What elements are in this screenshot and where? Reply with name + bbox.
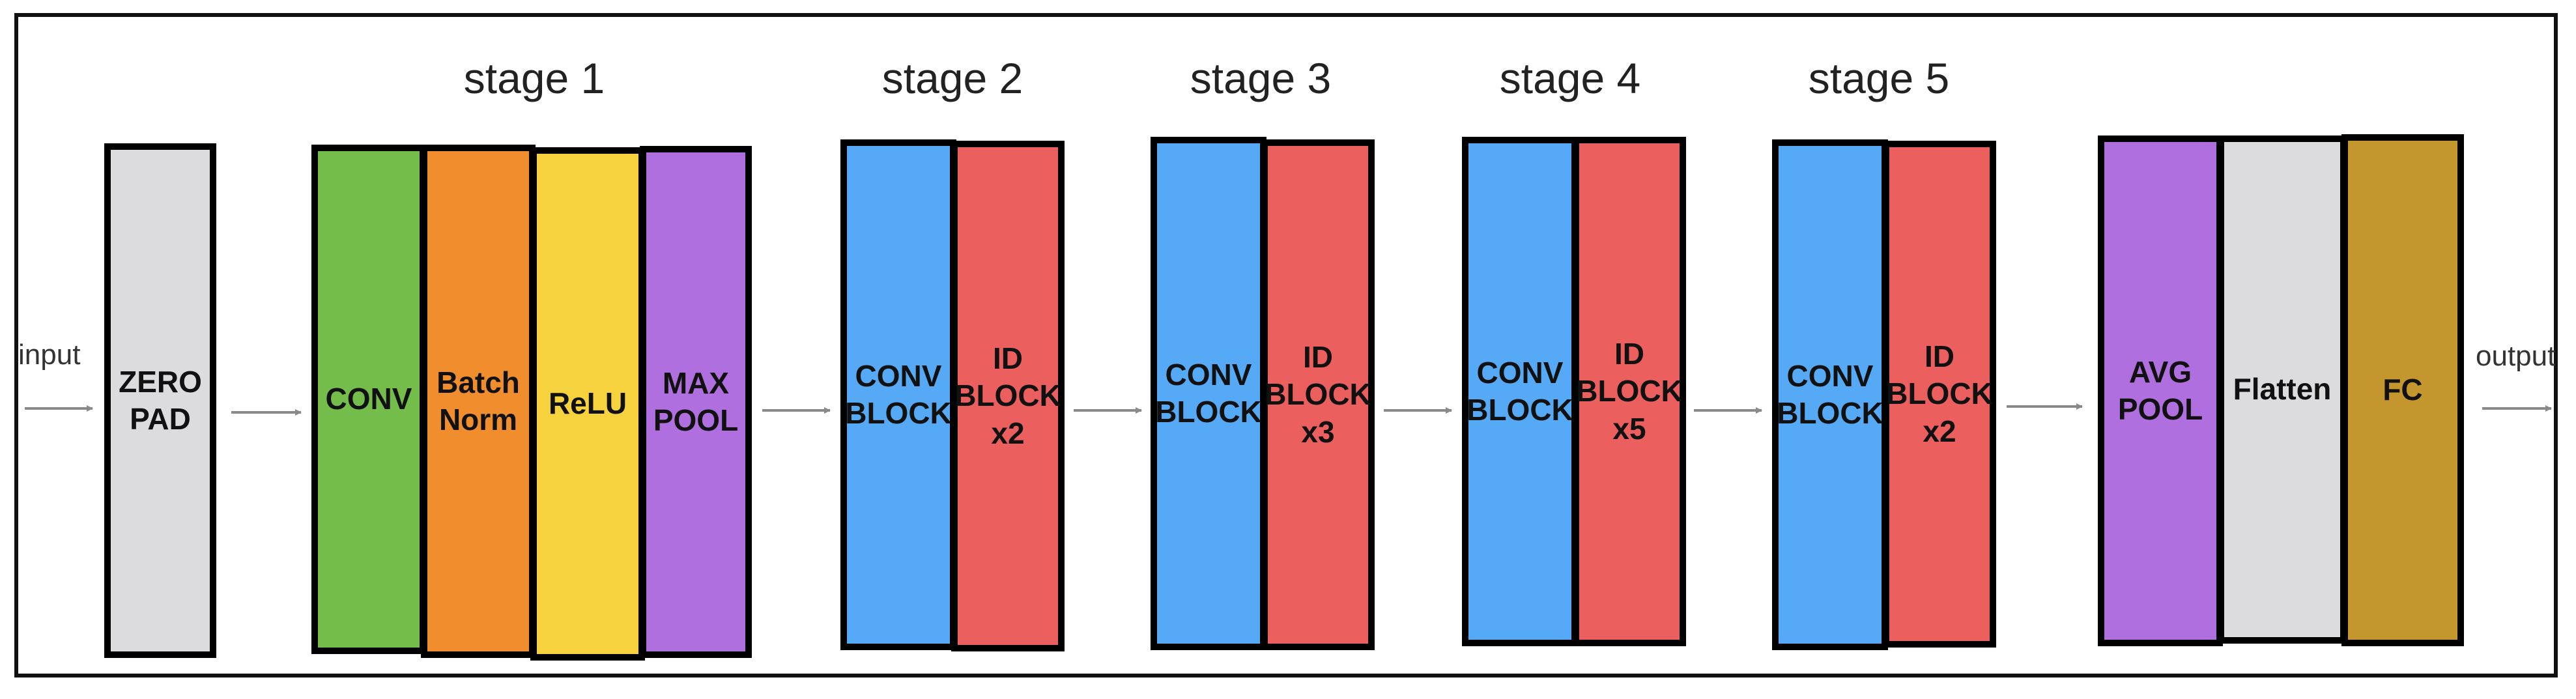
zero-pad-block: ZERO PAD: [104, 143, 216, 658]
avg-pool-block: AVG POOL: [2098, 136, 2223, 646]
stage-5-id-block: ID BLOCK x2: [1883, 141, 1996, 648]
fc-label: FC: [2383, 373, 2423, 407]
stage-5-label: stage 5: [1808, 54, 1950, 102]
input-label: input: [18, 339, 81, 371]
stage-2-conv-label: CONV BLOCK: [845, 358, 952, 431]
stage-4-id-block: ID BLOCK x5: [1573, 137, 1686, 646]
zero-pad-label: ZERO PAD: [119, 364, 202, 436]
relu-label: ReLU: [548, 386, 627, 421]
stage-4-label: stage 4: [1499, 54, 1641, 102]
stage-5-id-label: ID BLOCK x2: [1886, 339, 1993, 448]
stage-5-conv-label: CONV BLOCK: [1777, 358, 1883, 431]
stage-4-conv-label: CONV BLOCK: [1467, 355, 1573, 427]
stage-3-id-block: ID BLOCK x3: [1261, 139, 1375, 650]
stage-3-id-label: ID BLOCK x3: [1265, 339, 1371, 449]
conv-block: CONV: [311, 145, 426, 654]
relu-block: ReLU: [530, 147, 645, 661]
stage-3-label: stage 3: [1190, 54, 1332, 102]
stage-2-label: stage 2: [881, 54, 1023, 102]
stage-2-conv-block: CONV BLOCK: [840, 139, 956, 650]
stage-2-id-label: ID BLOCK x2: [954, 341, 1061, 450]
batch-norm-label: Batch Norm: [436, 365, 520, 437]
stage-4-id-label: ID BLOCK x5: [1576, 336, 1683, 446]
max-pool-block: MAX POOL: [640, 146, 752, 658]
stage-3-conv-block: CONV BLOCK: [1151, 137, 1267, 650]
output-label: output: [2476, 340, 2556, 372]
batch-norm-block: Batch Norm: [421, 145, 536, 658]
stage-3-conv-label: CONV BLOCK: [1155, 357, 1262, 429]
stage-4-conv-block: CONV BLOCK: [1462, 137, 1578, 646]
conv-label: CONV: [325, 382, 412, 416]
avg-pool-label: AVG POOL: [2117, 354, 2203, 427]
stage-1-label: stage 1: [463, 54, 605, 102]
fc-block: FC: [2341, 134, 2464, 646]
stage-5-conv-block: CONV BLOCK: [1772, 139, 1888, 650]
flatten-block: Flatten: [2218, 136, 2347, 644]
max-pool-label: MAX POOL: [653, 365, 739, 438]
flatten-label: Flatten: [2233, 372, 2332, 407]
stage-2-id-block: ID BLOCK x2: [951, 141, 1065, 651]
